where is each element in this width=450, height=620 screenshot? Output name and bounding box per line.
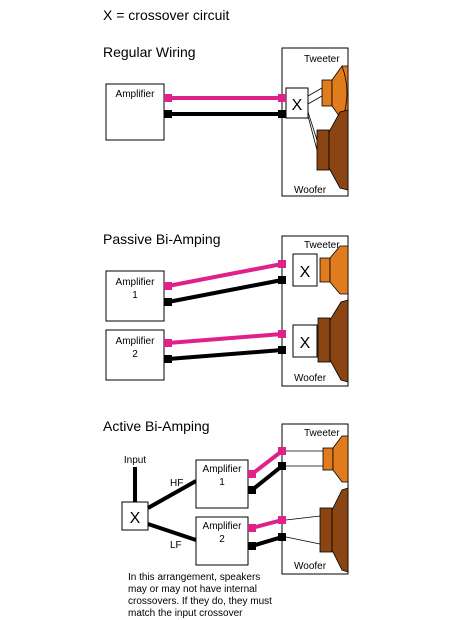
- active-amp2-negative-wire: [251, 535, 283, 548]
- active-amp2-positive-terminal: [248, 524, 256, 532]
- passive-woofer-negative-terminal: [278, 346, 286, 354]
- passive-amp2-positive-wire: [167, 332, 283, 345]
- passive-biamp-title: Passive Bi-Amping: [103, 231, 221, 247]
- regular-negative-terminal-amp: [164, 110, 172, 118]
- regular-crossover-tweeter-link: [307, 87, 323, 97]
- active-tweeter-negative-terminal: [278, 462, 286, 470]
- regular-woofer-label: Woofer: [294, 185, 327, 196]
- active-amp1-label: Amplifier: [203, 464, 243, 475]
- passive-amp2-negative-terminal: [164, 355, 172, 363]
- passive-amp1-number: 1: [132, 290, 138, 301]
- passive-woofer-label: Woofer: [294, 373, 327, 384]
- active-lf-label: LF: [170, 540, 182, 551]
- active-tweeter-magnet: [322, 447, 334, 471]
- regular-crossover-tweeter-link-2: [307, 95, 323, 105]
- active-amp2-number: 2: [219, 534, 225, 545]
- passive-amp2-label: Amplifier: [116, 336, 156, 347]
- regular-tweeter-magnet: [321, 79, 333, 107]
- active-note-line-4: match the input crossover: [128, 608, 243, 619]
- legend-text: X = crossover circuit: [103, 7, 230, 23]
- active-tweeter-cone: [332, 435, 349, 483]
- active-biamp-title: Active Bi-Amping: [103, 418, 210, 434]
- passive-amplifier-2: [105, 329, 165, 381]
- passive-amplifier-1: [105, 270, 165, 322]
- regular-wiring-title: Regular Wiring: [103, 44, 196, 60]
- active-amplifier-2: [195, 516, 249, 566]
- regular-crossover-label: X: [292, 97, 303, 114]
- passive-tweeter-label: Tweeter: [304, 240, 340, 251]
- active-woofer-negative-terminal: [278, 533, 286, 541]
- passive-tweeter-negative-terminal: [278, 276, 286, 284]
- active-input-label: Input: [124, 455, 146, 466]
- active-tweeter-positive-terminal: [278, 447, 286, 455]
- active-amp1-negative-terminal: [248, 486, 256, 494]
- active-amp1-number: 1: [219, 477, 225, 488]
- passive-amp1-label: Amplifier: [116, 277, 156, 288]
- active-woofer-magnet: [319, 507, 333, 553]
- passive-amp1-positive-terminal: [164, 282, 172, 290]
- active-note-line-3: crossovers. If they do, they must: [128, 596, 272, 607]
- active-amp2-positive-wire: [251, 518, 283, 530]
- passive-crossover-bottom: [292, 324, 318, 358]
- passive-amp1-negative-terminal: [164, 298, 172, 306]
- passive-woofer-cone: [329, 299, 349, 383]
- active-amp1-positive-terminal: [248, 470, 256, 478]
- passive-woofer-positive-terminal: [278, 330, 286, 338]
- active-hf-label: HF: [170, 478, 183, 489]
- active-woofer-negative-lead: [285, 536, 321, 545]
- active-woofer-cone: [331, 487, 349, 573]
- regular-positive-terminal-amp: [164, 94, 172, 102]
- passive-amp1-positive-wire: [167, 262, 283, 288]
- passive-crossover-top: [292, 253, 318, 287]
- passive-amp2-number: 2: [132, 349, 138, 360]
- regular-amplifier: [105, 83, 165, 141]
- active-woofer-positive-terminal: [278, 516, 286, 524]
- regular-crossover-woofer-link-2: [307, 115, 318, 151]
- regular-negative-terminal-spk: [278, 110, 286, 118]
- passive-crossover-bottom-label: X: [300, 335, 311, 352]
- active-note-line-1: In this arrangement, speakers: [128, 572, 260, 583]
- active-hf-signal-wire: [147, 479, 197, 510]
- regular-crossover-woofer-link: [307, 111, 318, 141]
- passive-tweeter-cone: [329, 245, 349, 295]
- active-amp2-label: Amplifier: [203, 521, 243, 532]
- active-amp1-positive-wire: [250, 449, 284, 476]
- active-amp2-negative-terminal: [248, 542, 256, 550]
- active-woofer-label: Woofer: [294, 561, 327, 572]
- active-crossover-label: X: [130, 510, 141, 527]
- regular-crossover-box: [285, 87, 309, 119]
- active-tweeter-label: Tweeter: [304, 428, 340, 439]
- regular-woofer-magnet: [316, 129, 330, 171]
- regular-amplifier-label: Amplifier: [116, 89, 156, 100]
- regular-wiring-section: Regular Wiring Tweeter Woofer X Amplifie…: [103, 44, 349, 197]
- regular-positive-terminal-spk: [278, 94, 286, 102]
- active-amplifier-1: [195, 459, 249, 509]
- active-crossover-box: [121, 501, 149, 531]
- passive-amp2-negative-wire: [167, 348, 283, 361]
- active-lf-signal-wire: [147, 522, 197, 542]
- passive-amp1-negative-wire: [167, 278, 283, 304]
- active-amp1-negative-wire: [250, 464, 284, 492]
- passive-crossover-top-label: X: [300, 264, 311, 281]
- active-note-line-2: may or may not have internal: [128, 584, 257, 595]
- active-biamp-section: Active Bi-Amping Tweeter Woofer Input X …: [103, 418, 349, 619]
- regular-woofer-cone: [328, 109, 349, 191]
- passive-tweeter-positive-terminal: [278, 260, 286, 268]
- regular-tweeter-label: Tweeter: [304, 54, 340, 65]
- passive-woofer-magnet: [317, 317, 331, 363]
- passive-tweeter-magnet: [319, 257, 331, 283]
- passive-biamp-section: Passive Bi-Amping Tweeter Woofer X X Amp…: [103, 231, 349, 387]
- passive-amp2-positive-terminal: [164, 339, 172, 347]
- active-woofer-positive-lead: [285, 515, 321, 521]
